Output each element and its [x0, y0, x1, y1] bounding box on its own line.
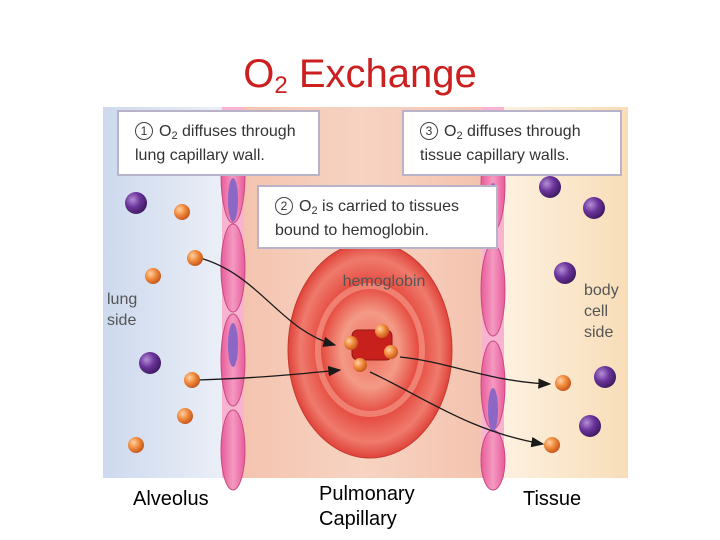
step-number-2: 2: [275, 197, 293, 215]
co2-molecule: [594, 366, 616, 388]
callout-step-2: 2 O2 is carried to tissues bound to hemog…: [257, 185, 498, 249]
oxygen-molecule: [184, 372, 200, 388]
callout-1-o2: O2: [159, 123, 178, 142]
left-capillary-wall: [220, 107, 246, 491]
lung-side-molecules: [125, 192, 203, 453]
callout-2-line1: is carried to tissues: [317, 198, 459, 215]
oxygen-molecule: [555, 375, 571, 391]
title-o: O: [243, 52, 275, 96]
bound-oxygen: [353, 358, 367, 372]
callout-1-line2: lung capillary wall.: [135, 147, 265, 164]
tissue-label: Tissue: [523, 488, 582, 510]
oxygen-molecule: [187, 250, 203, 266]
hemoglobin-label: hemoglobin: [343, 273, 426, 290]
callout-3-line2: tissue capillary walls.: [420, 147, 570, 164]
body-cell-side-label: body cell side: [584, 282, 619, 341]
co2-molecule: [125, 192, 147, 214]
alveolus-label: Alveolus: [133, 488, 209, 510]
title-rest: Exchange: [287, 52, 477, 96]
step-number-3: 3: [420, 122, 438, 140]
bound-oxygen: [384, 345, 398, 359]
tissue-side-molecules: [539, 176, 616, 453]
callout-step-1: 1 O2 diffuses through lung capillary wall…: [117, 110, 320, 176]
arrow-hemoglobin-to-tissue-bottom: [369, 371, 545, 448]
callout-3-line1: diffuses through: [462, 123, 581, 140]
co2-molecule: [554, 262, 576, 284]
pulmonary-capillary-label: Pulmonary Capillary: [319, 483, 415, 530]
callout-2-line2: bound to hemoglobin.: [275, 222, 429, 239]
callout-step-3: 3 O2 diffuses through tissue capillary wa…: [402, 110, 622, 176]
co2-molecule: [539, 176, 561, 198]
arrow-lung-to-hemoglobin-bottom: [197, 365, 342, 381]
co2-molecule: [579, 415, 601, 437]
oxygen-molecule: [544, 437, 560, 453]
callout-3-o2: O2: [444, 123, 463, 142]
callout-1-line1: diffuses through: [177, 123, 296, 140]
oxygen-molecule: [128, 437, 144, 453]
co2-molecule: [139, 352, 161, 374]
co2-molecule: [583, 197, 605, 219]
diffusion-arrows: [197, 257, 552, 448]
bound-oxygen: [375, 324, 389, 338]
arrow-hemoglobin-to-tissue-top: [399, 356, 552, 389]
oxygen-molecule: [174, 204, 190, 220]
callout-2-o2: O2: [299, 198, 318, 217]
slide-title: O2 Exchange: [0, 50, 720, 110]
bound-oxygen: [344, 336, 358, 350]
arrow-lung-to-hemoglobin-top: [199, 257, 337, 347]
title-subscript: 2: [274, 72, 288, 99]
oxygen-molecule: [177, 408, 193, 424]
step-number-1: 1: [135, 122, 153, 140]
hemoglobin-molecule: [344, 324, 398, 372]
lung-side-label: lung side: [107, 291, 138, 329]
oxygen-molecule: [145, 268, 161, 284]
